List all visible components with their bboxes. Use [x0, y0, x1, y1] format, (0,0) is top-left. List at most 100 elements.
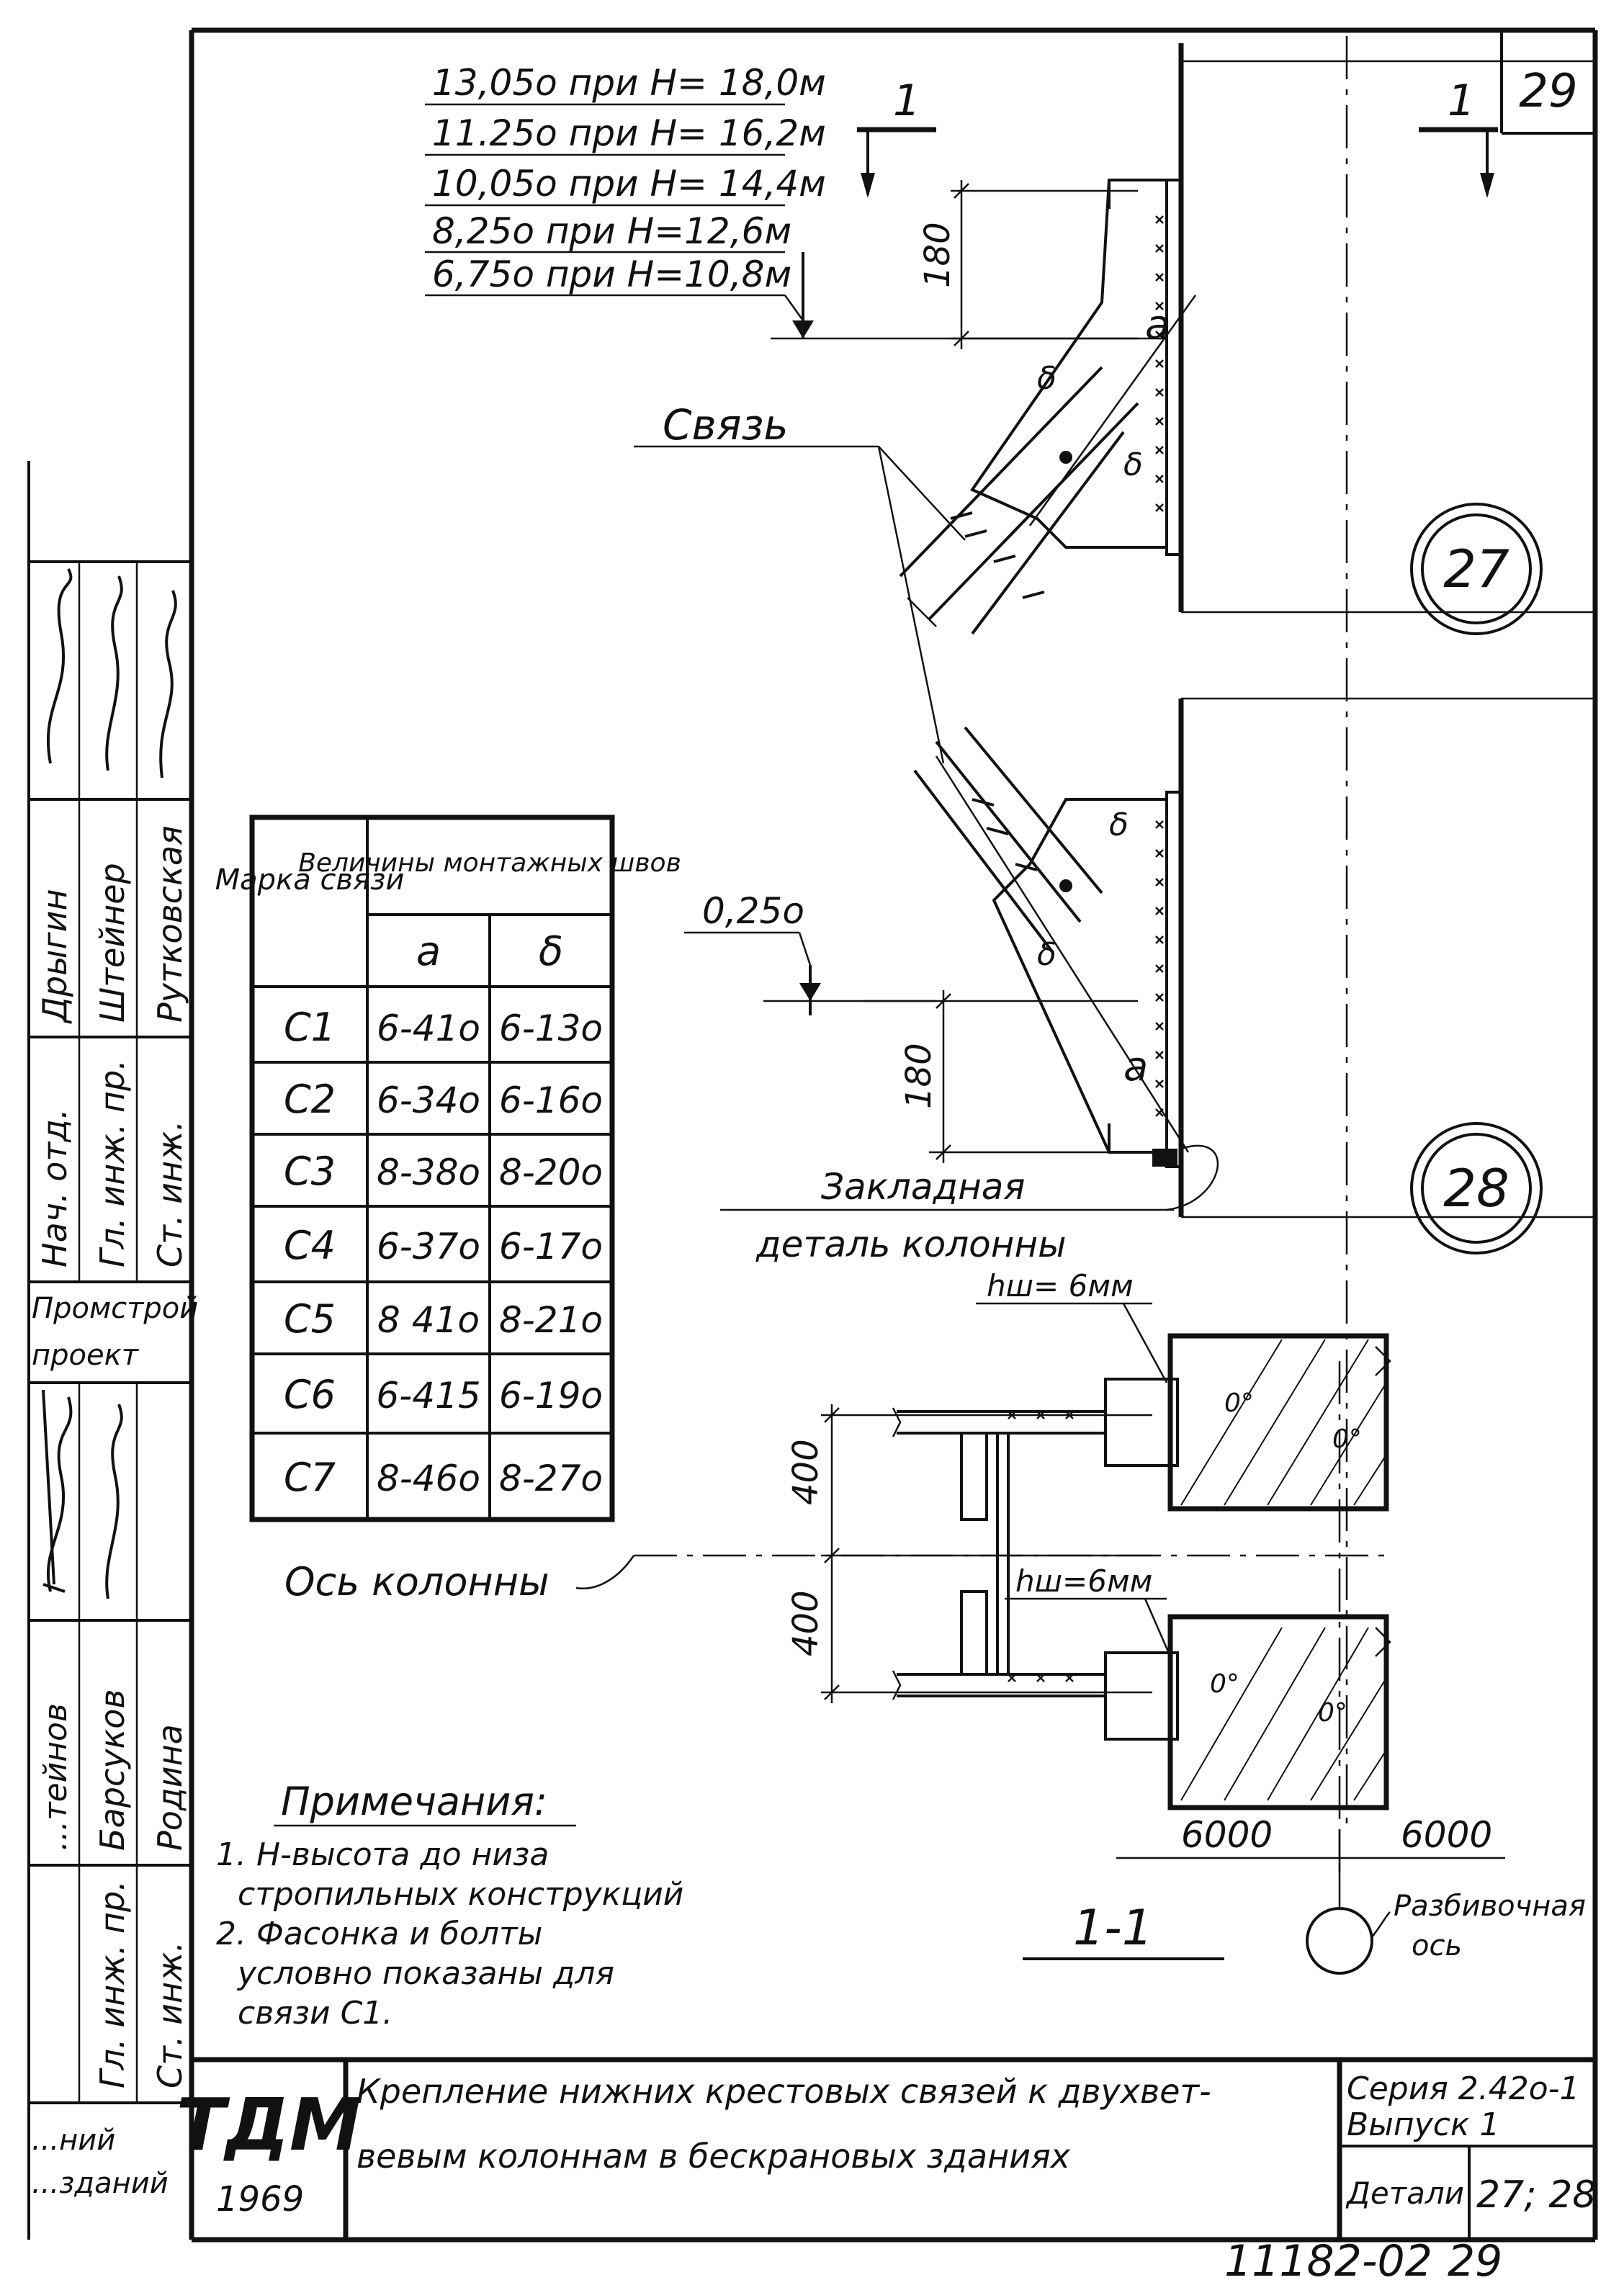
note-line-3: 2. Фасонка и болты	[216, 1916, 542, 1952]
stamp-role2-2: Ст. инж.	[151, 1942, 189, 2088]
stamp-org-2: проект	[32, 1339, 140, 1372]
node-28-detail	[684, 726, 1219, 1211]
table-cell-a: 8-46о	[377, 1458, 480, 1499]
concrete-mark-1: 0°	[1224, 1388, 1254, 1418]
node28-dim-180: 180	[899, 1043, 939, 1109]
table-cell-mark: C3	[284, 1149, 336, 1194]
node28-weld-b-1: δ	[1109, 807, 1129, 843]
table-cell-a: 6-41о	[377, 1007, 480, 1049]
signatures	[42, 568, 177, 1599]
notes-title: Примечания:	[281, 1779, 547, 1824]
table-cell-mark: C7	[284, 1455, 336, 1500]
title-year: 1969	[216, 2179, 304, 2220]
node-27-circle-outer	[1410, 503, 1543, 635]
bottom-sheet-number: 11182-02	[1224, 2236, 1432, 2280]
table-row: C3 8-38о 8-20о	[284, 1149, 603, 1194]
title-logo: ТДМ	[176, 2083, 362, 2167]
stamp-role-2: Гл. инж. пр.	[93, 1059, 132, 1267]
table-row: C1 6-41о 6-13о	[284, 1005, 603, 1050]
stamp-role-1: Нач. отд.	[35, 1108, 74, 1267]
node28-weld-a: a	[1123, 1043, 1148, 1090]
elevation-level-4: 8,25о при H=12,6м	[432, 210, 791, 252]
title-details-value: 27; 28	[1476, 2173, 1596, 2217]
elevation-level-5: 6,75о при H=10,8м	[432, 253, 791, 295]
table-cell-b: 8-20о	[499, 1152, 603, 1193]
stamp-name-3: Рутковская	[151, 825, 189, 1023]
section-1-1-label: 1-1	[1073, 1900, 1153, 1957]
node-28-number: 28	[1443, 1158, 1509, 1218]
stamp-name-2: Штейнер	[93, 863, 132, 1023]
title-details-label: Детали	[1345, 2176, 1464, 2211]
table-cell-b: 6-16о	[499, 1080, 603, 1121]
section-1-1-detail: 0° 0° 0° 0°	[634, 1302, 1505, 1975]
section-mark-right: 1	[1448, 76, 1475, 126]
stamp-role2-1: Гл. инж. пр.	[93, 1880, 132, 2088]
table-cell-mark: C5	[284, 1296, 336, 1342]
embedded-label-1: Закладная	[821, 1166, 1025, 1208]
elevation-level-3: 10,05о при H= 14,4м	[432, 163, 826, 205]
node-27-circle-inner	[1421, 513, 1532, 624]
dim-6000-right: 6000	[1401, 1814, 1492, 1856]
section-cut-mark-right	[1419, 127, 1498, 198]
svyaz-label: Связь	[663, 400, 789, 449]
node27-dim-180: 180	[918, 222, 958, 288]
page-number: 29	[1519, 65, 1577, 118]
table-cell-a: 6-37о	[377, 1226, 480, 1267]
concrete-mark-3: 0°	[1210, 1669, 1239, 1699]
node-28-circle-inner	[1421, 1133, 1532, 1244]
table-row: C6 6-415 6-19о	[284, 1372, 603, 1417]
stamp-partial-top: ...тейнов	[37, 1703, 74, 1851]
title-series: Серия 2.42о-1	[1347, 2070, 1580, 2107]
level-mark-top	[771, 320, 1167, 340]
note-line-2: стропильных конструкций	[238, 1876, 683, 1913]
stamp-partial-bottom-1: ...ний	[32, 2124, 115, 2157]
table-row: C2 6-34о 6-16о	[284, 1077, 603, 1122]
section-mark-left: 1	[893, 76, 920, 126]
weld-table-grid	[249, 814, 615, 1522]
table-header-values: Величины монтажных швов	[298, 848, 681, 878]
table-sub-a: a	[416, 928, 441, 975]
elevation-level-1: 13,05о при H= 18,0м	[432, 62, 826, 104]
table-cell-a: 6-34о	[377, 1080, 480, 1121]
stamp-partial-bottom-2: ...зданий	[32, 2167, 169, 2200]
node-28-circle-outer	[1410, 1122, 1543, 1255]
table-cell-a: 8-38о	[377, 1152, 480, 1193]
level-0250: 0,25о	[702, 890, 804, 932]
dim-6000-left: 6000	[1181, 1814, 1273, 1856]
node27-weld-a: a	[1145, 302, 1170, 349]
table-row: C7 8-46о 8-27о	[284, 1455, 603, 1500]
embedded-label-2: деталь колонны	[755, 1224, 1067, 1265]
title-line-2: вевым колоннам в бескрановых зданиях	[356, 2137, 1071, 2176]
table-cell-a: 8 41о	[377, 1299, 480, 1341]
table-cell-mark: C4	[284, 1223, 336, 1268]
section-cut-mark-left	[857, 127, 936, 198]
column-axis-leader	[575, 1555, 635, 1590]
table-cell-mark: C1	[284, 1005, 336, 1050]
title-block-grid	[192, 2057, 1595, 2240]
section-dim-400-2: 400	[786, 1590, 826, 1656]
bottom-page-number: 29	[1448, 2236, 1502, 2280]
table-cell-b: 8-27о	[499, 1458, 603, 1499]
title-issue: Выпуск 1	[1347, 2106, 1499, 2143]
node27-weld-b-2: δ	[1123, 446, 1143, 483]
table-cell-b: 8-21о	[499, 1299, 603, 1341]
section-dim-400-1: 400	[786, 1439, 826, 1505]
elevation-list	[425, 103, 804, 338]
stamp-role-3: Ст. инж.	[151, 1121, 189, 1267]
table-cell-b: 6-17о	[499, 1226, 603, 1267]
layout-axis-label-1: Разбивочная	[1394, 1890, 1586, 1923]
stamp-name2-1: Барсуков	[93, 1689, 132, 1852]
concrete-mark-2: 0°	[1332, 1424, 1362, 1454]
node27-weld-b-1: δ	[1037, 360, 1057, 397]
table-header-mark-text: Марка связи	[215, 863, 405, 897]
column-outlines	[1178, 36, 1595, 1829]
weld-size-label-1: hш= 6мм	[987, 1268, 1134, 1303]
table-cell-b: 6-19о	[499, 1375, 603, 1417]
note-line-5: связи C1.	[238, 1995, 392, 2032]
note-line-1: 1. H-высота до низа	[216, 1836, 549, 1873]
node28-weld-b-2: δ	[1037, 936, 1057, 973]
stamp-name-1: Дрыгин	[35, 889, 74, 1024]
column-axis-label: Ось колонны	[284, 1559, 549, 1604]
table-cell-mark: C2	[284, 1077, 336, 1122]
